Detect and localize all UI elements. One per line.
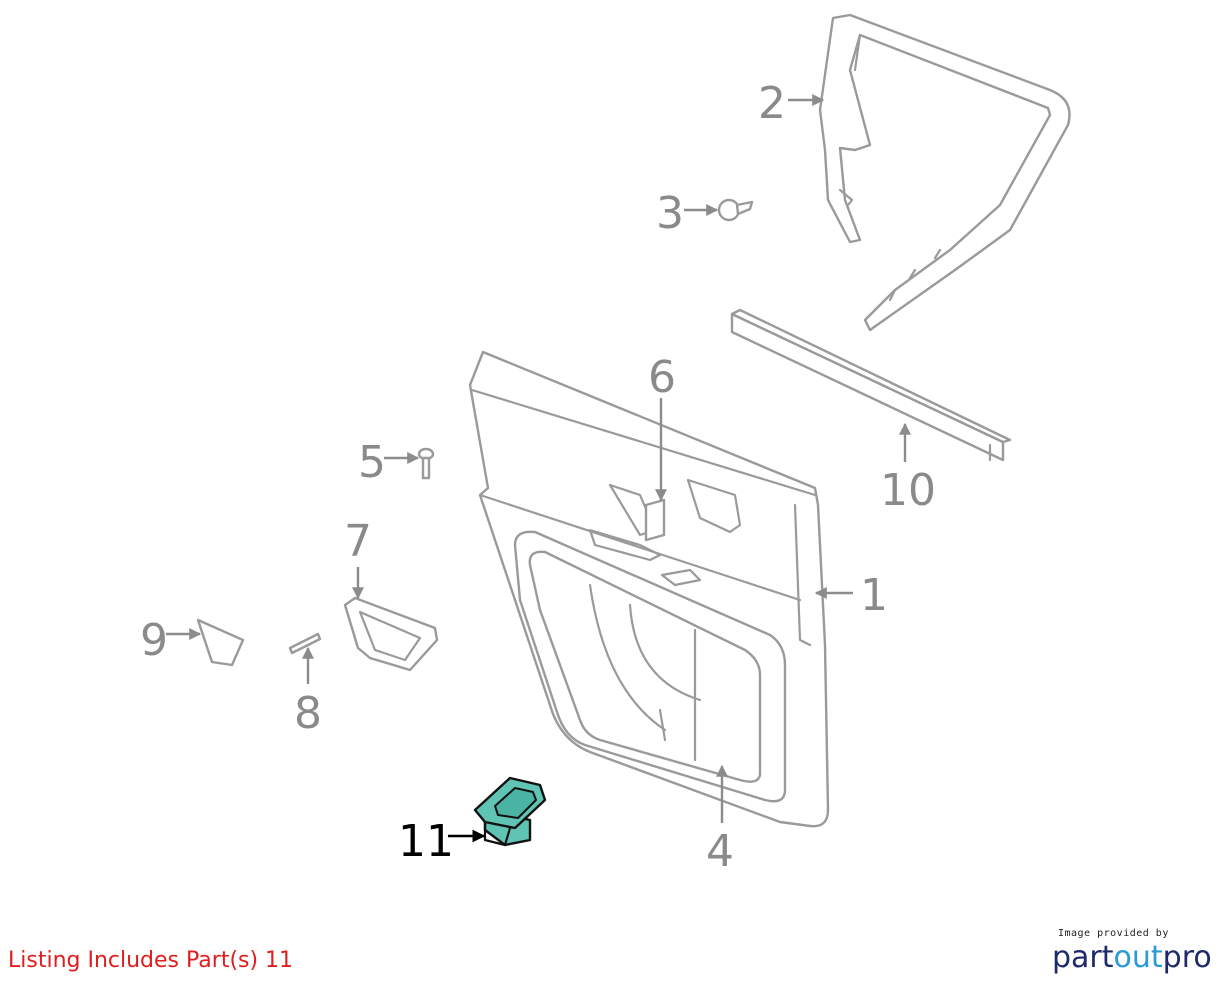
part-9-trim-cover	[196, 618, 245, 667]
image-credit: Image provided by partoutpro	[1052, 928, 1212, 975]
logo-text-part: part	[1052, 940, 1114, 975]
part-2-window-frame	[818, 13, 1071, 332]
callout-4: 4	[706, 826, 734, 877]
part-7-handle-bezel	[343, 596, 439, 672]
part-5-push-pin	[417, 447, 435, 480]
leader-lines	[166, 94, 911, 843]
logo-text-pro: pro	[1162, 940, 1212, 975]
partoutpro-logo[interactable]: partoutpro	[1052, 941, 1212, 975]
callout-9: 9	[140, 615, 168, 666]
callout-8: 8	[294, 688, 322, 739]
callout-labels: 2 3 6 5 10 7 1 9 8 4 11	[140, 78, 936, 877]
logo-text-out: out	[1113, 940, 1163, 975]
part-1-door-panel	[468, 350, 830, 828]
credit-caption: Image provided by	[1058, 928, 1169, 939]
part-11-window-switch[interactable]	[473, 776, 547, 847]
callout-10: 10	[880, 465, 936, 516]
callout-5: 5	[358, 437, 386, 488]
part-10-belt-strip	[730, 308, 1012, 462]
part-8-pin	[288, 632, 322, 655]
callout-1: 1	[860, 570, 888, 621]
part-3-clip	[717, 198, 754, 222]
callout-7: 7	[344, 516, 372, 567]
callout-2: 2	[758, 78, 786, 129]
callout-6: 6	[648, 352, 676, 403]
callout-3: 3	[656, 188, 684, 239]
callout-11: 11	[398, 816, 454, 867]
listing-note: Listing Includes Part(s) 11	[8, 948, 294, 973]
